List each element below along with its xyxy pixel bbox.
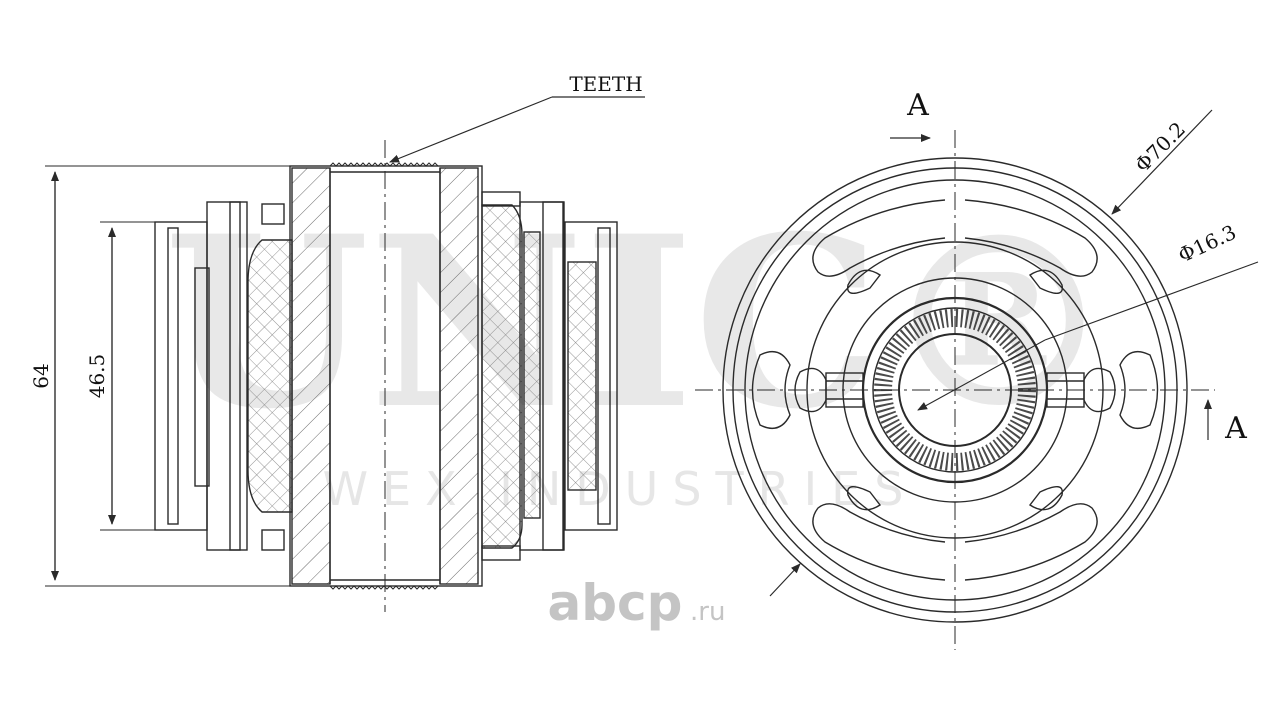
- outer-slot-top-left: [812, 199, 946, 277]
- right-rubber: [481, 204, 523, 549]
- outer-sleeve-left-wall: [291, 167, 331, 585]
- teeth-label: TEETH: [569, 72, 642, 96]
- side-lobe-left: [751, 351, 791, 429]
- section-label-side: A: [1224, 411, 1247, 446]
- outer-diameter-label: Φ70.2: [1130, 117, 1190, 177]
- bore-diameter-leader: [917, 261, 1259, 411]
- inner-lobe-top-right: [1028, 269, 1064, 294]
- site-watermark-name: abcp: [548, 574, 683, 632]
- side-section-view: [45, 140, 618, 612]
- outer-diameter-leader: [769, 109, 1213, 597]
- site-watermark-tld: .ru: [690, 597, 725, 627]
- inner-lobe-bottom-right: [1028, 486, 1064, 511]
- outer-slot-bottom-right: [964, 503, 1098, 581]
- teeth-leader: [389, 96, 645, 163]
- teeth-edge: [329, 162, 439, 167]
- site-watermark: abcp .ru: [548, 574, 726, 632]
- section-label-top: A: [906, 88, 929, 123]
- inner-lobe-top-left: [846, 269, 882, 294]
- inner-height-label: 46.5: [85, 354, 109, 399]
- outer-rim: [722, 157, 1188, 623]
- outer-slot-top-right: [964, 199, 1098, 277]
- brand-sub-watermark: WEX INDUSTRIES: [323, 462, 918, 516]
- right-ring: [519, 201, 565, 551]
- bore-diameter-label: Φ16.3: [1174, 220, 1239, 268]
- outer-sleeve-right-wall: [439, 167, 479, 585]
- outer-slot-bottom-left: [812, 503, 946, 581]
- left-rubber: [247, 239, 293, 513]
- side-lobe-right: [1119, 351, 1159, 429]
- inner-lobe-bottom-left: [846, 486, 882, 511]
- overall-height-label: 64: [29, 363, 53, 388]
- left-ring: [206, 201, 248, 551]
